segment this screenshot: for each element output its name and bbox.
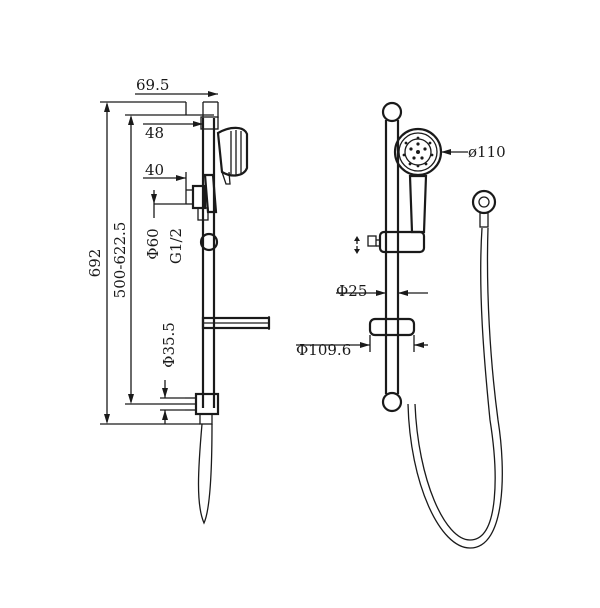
dim-soap-dish: Φ109.6 <box>296 335 428 359</box>
dim-rail-dia-text: Φ25 <box>336 282 367 300</box>
dim-width-top: 69.5 <box>135 76 218 97</box>
dim-overall-height-text: 692 <box>86 249 104 278</box>
front-view: ø110 Φ25 Φ109.6 <box>296 101 506 549</box>
dim-head-dia: ø110 <box>441 143 506 161</box>
dim-adjust-range: 500-622.5 <box>111 114 196 405</box>
dim-bracket: 40 <box>143 161 187 204</box>
side-slider-bracket <box>186 184 209 221</box>
front-slider <box>367 230 426 254</box>
dim-width-top-text: 69.5 <box>136 76 169 94</box>
dim-holder: Φ60 G1/2 <box>144 190 186 264</box>
side-hose <box>197 423 213 525</box>
front-hose <box>414 227 496 541</box>
front-soap-dish <box>368 317 416 337</box>
dim-outlet-dia-text: Φ35.5 <box>160 322 178 368</box>
front-top-cap <box>381 101 403 123</box>
dim-overall-height: 692 <box>86 101 200 425</box>
side-rail <box>185 101 219 408</box>
front-shower-head <box>393 127 443 177</box>
dim-outlet-dia: Φ35.5 <box>160 322 185 424</box>
side-handpiece-handle <box>203 173 218 214</box>
dim-rail-dia: Φ25 <box>336 282 428 300</box>
dim-bracket-text: 40 <box>145 161 164 179</box>
dim-arm: 48 <box>143 121 203 142</box>
front-rail <box>384 120 400 394</box>
side-soap-dish <box>201 316 271 330</box>
dim-adjust-range-text: 500-622.5 <box>111 222 129 299</box>
dim-holder-dia-text: Φ60 <box>144 228 162 259</box>
dim-thread-text: G1/2 <box>167 228 185 264</box>
height-adjust-arrows-icon <box>354 236 360 254</box>
front-handpiece-handle <box>408 174 428 234</box>
side-shower-head <box>216 126 249 185</box>
dim-head-dia-text: ø110 <box>468 143 506 161</box>
front-bottom-cap <box>381 391 403 413</box>
dim-arm-text: 48 <box>145 124 164 142</box>
side-view: 692 500-622.5 69.5 48 40 <box>86 76 271 525</box>
side-holder-knob <box>199 232 219 252</box>
front-wall-outlet <box>471 189 497 228</box>
dim-soap-dish-text: Φ109.6 <box>296 341 351 359</box>
side-top-mount <box>200 116 219 130</box>
